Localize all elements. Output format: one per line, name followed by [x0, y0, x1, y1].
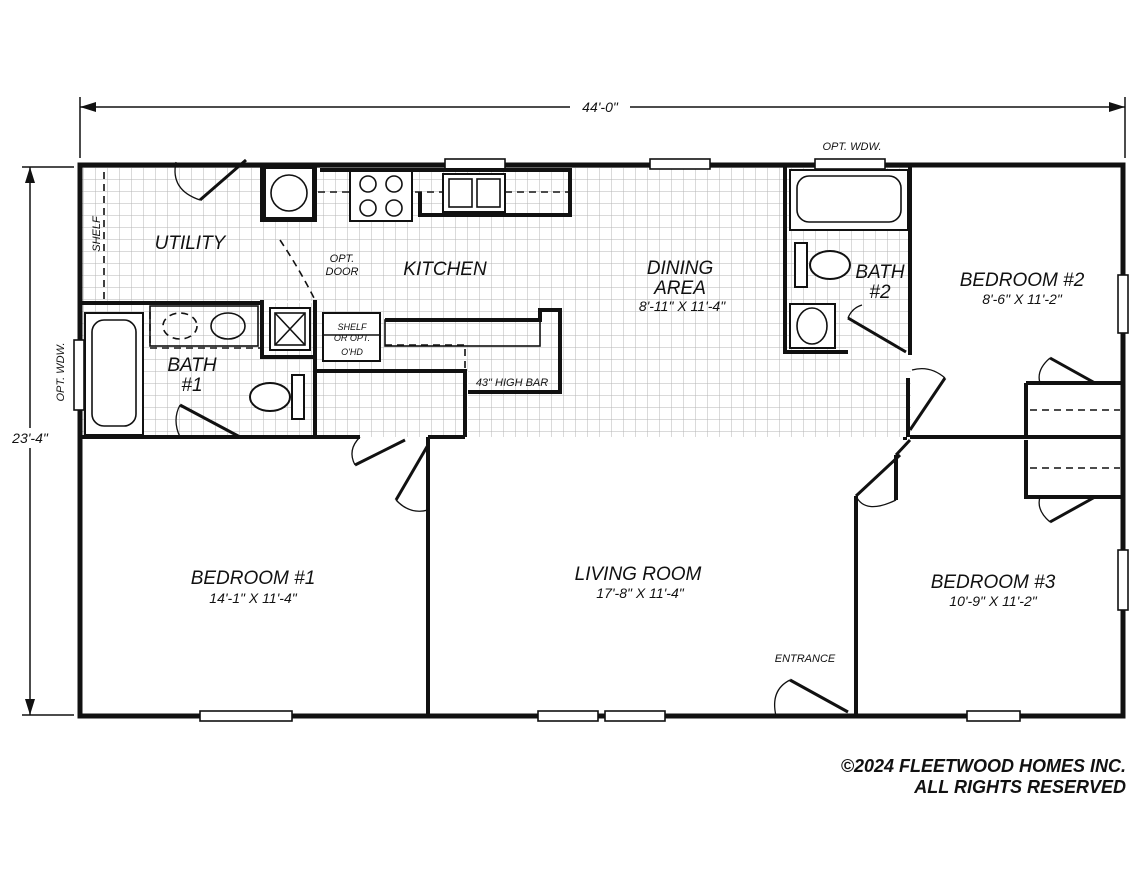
dining-label-1: DINING [647, 258, 714, 279]
bath2-label-2: #2 [869, 282, 891, 303]
copyright-line-2: ALL RIGHTS RESERVED [914, 777, 1126, 797]
opt-window-left-label: OPT. WDW. [55, 342, 67, 401]
dining-label-2: AREA [653, 278, 706, 299]
living-room-label: LIVING ROOM [575, 564, 702, 585]
note-labels: SHELF OPT. DOOR OPT. WDW. OPT. WDW. SHEL… [55, 141, 882, 665]
shelf-opt-label-3: O'HD [341, 347, 363, 357]
bath1-label-1: BATH [167, 355, 217, 376]
bath1-fixtures [84, 312, 305, 436]
bath2-label-1: BATH [855, 262, 905, 283]
windows [73, 158, 1129, 722]
washer-dryer [149, 305, 259, 347]
opt-window-top-label: OPT. WDW. [822, 141, 881, 153]
doors [174, 158, 1096, 717]
copyright-notice: ©2024 FLEETWOOD HOMES INC. ALL RIGHTS RE… [841, 756, 1126, 798]
range [349, 170, 413, 222]
opt-door-label-1: OPT. [330, 253, 355, 265]
interior-walls [82, 165, 1123, 716]
bedroom2-size: 8'-6" X 11'-2" [982, 291, 1063, 307]
kitchen-label: KITCHEN [403, 259, 487, 280]
copyright-line-1: ©2024 FLEETWOOD HOMES INC. [840, 756, 1126, 776]
exterior-wall [77, 162, 1126, 719]
water-heater [264, 167, 314, 219]
shelf-label: SHELF [91, 215, 103, 252]
shelf-opt-box [322, 312, 381, 362]
dining-size: 8'-11" X 11'-4" [639, 298, 726, 314]
bath2-fixtures [789, 169, 909, 349]
depth-dimension: 23'-4" [8, 166, 74, 716]
hvac-box [269, 307, 311, 351]
bedroom3-label: BEDROOM #3 [931, 572, 1056, 593]
utility-label: UTILITY [155, 233, 227, 254]
opt-door-label-2: DOOR [326, 266, 359, 278]
high-bar-label: 43" HIGH BAR [476, 377, 548, 389]
width-dimension: 44'-0" [79, 97, 1126, 158]
bedroom3-size: 10'-9" X 11'-2" [949, 593, 1037, 609]
bedroom2-label: BEDROOM #2 [960, 270, 1085, 291]
overall-depth-label: 23'-4" [11, 430, 49, 446]
bedroom1-label: BEDROOM #1 [191, 568, 316, 589]
kitchen-bar [320, 168, 572, 394]
kitchen-sink [442, 173, 506, 213]
shelf-opt-label-2: OR OPT. [334, 333, 370, 343]
bath1-label-2: #1 [181, 375, 202, 396]
shelf-opt-label-1: SHELF [337, 322, 367, 332]
bedroom1-size: 14'-1" X 11'-4" [209, 590, 297, 606]
entrance-label: ENTRANCE [775, 653, 836, 665]
overall-width-label: 44'-0" [582, 99, 619, 115]
room-labels: UTILITY KITCHEN DINING AREA 8'-11" X 11'… [155, 233, 1085, 609]
living-room-size: 17'-8" X 11'-4" [596, 585, 684, 601]
